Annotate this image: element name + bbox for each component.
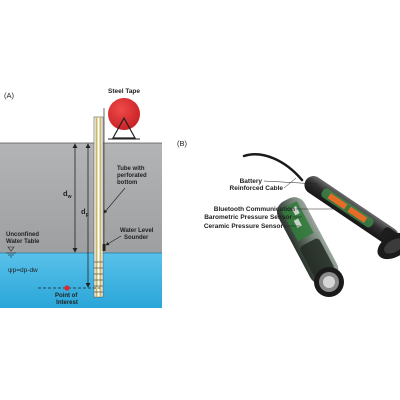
- water-level-sounder: [102, 244, 106, 251]
- dw-label: dw: [63, 189, 72, 200]
- sounder-leader: [105, 235, 122, 246]
- poi-label: Point of Interest: [55, 293, 79, 306]
- sounder-label: Water Level Sounder: [120, 228, 155, 241]
- sensor-back: [304, 176, 400, 248]
- dp-label: dp: [81, 207, 89, 218]
- steel-tape-reel: [108, 98, 140, 130]
- point-of-interest-marker: [64, 285, 70, 291]
- steel-tape-label: Steel Tape: [108, 88, 140, 95]
- reel-stand: [111, 116, 137, 139]
- tube-perforations: [94, 261, 103, 293]
- label-battery: Battery: [240, 178, 263, 185]
- label-barometric: Barometric Pressure Sensor: [204, 214, 292, 221]
- sensor-back-cap: [377, 232, 400, 260]
- label-ceramic: Ceramic Pressure Sensor: [204, 223, 284, 230]
- sensor-front-cap: [314, 267, 344, 297]
- panel-a-tag: (A): [4, 91, 15, 100]
- reinforced-cable: [242, 153, 304, 182]
- water-table-symbol: [6, 246, 16, 258]
- leader-battery: [263, 180, 319, 185]
- groundwater-layer: [0, 253, 162, 308]
- tube-label: Tube with perforated bottom: [117, 166, 148, 186]
- soil-layer: [0, 143, 162, 253]
- label-reinforced-cable: Reinforced Cable: [230, 185, 284, 192]
- panel-a: (A) Steel Tape dw dp: [0, 88, 162, 308]
- tube: [93, 116, 104, 298]
- leader-reinforced-cable: [283, 177, 297, 189]
- panel-b-tag: (B): [177, 139, 188, 148]
- tube-leader: [103, 187, 126, 214]
- label-bluetooth: Bluetooth Communication: [214, 206, 295, 213]
- panel-b: (B) Batter: [177, 139, 400, 297]
- pressure-equation: ψp=dp-dw: [8, 267, 38, 274]
- aquifer-label: Unconfined Water Table: [6, 232, 41, 245]
